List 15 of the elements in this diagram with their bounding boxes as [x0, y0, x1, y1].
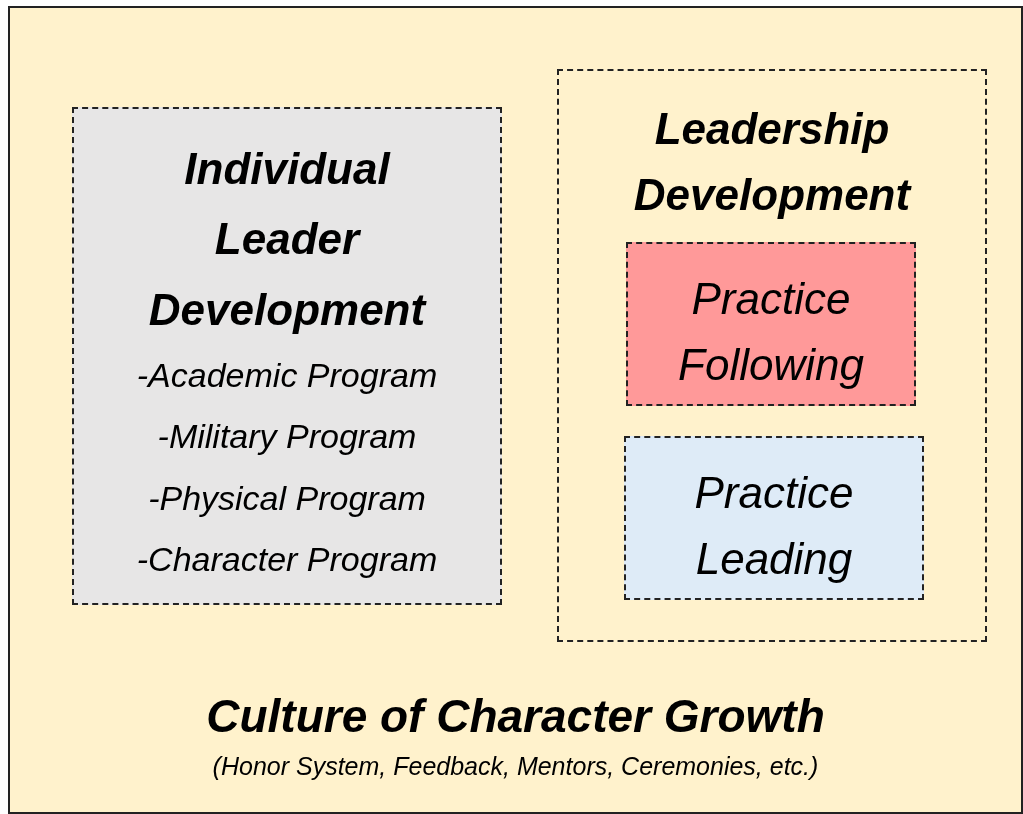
- list-item: -Character Program: [136, 538, 438, 580]
- diagram-heading: Culture of Character Growth: [206, 689, 825, 744]
- group-box: [72, 107, 502, 605]
- group-box: [557, 69, 987, 642]
- group-title: Leadership Development: [632, 103, 913, 221]
- box-label: Practice Following: [677, 273, 865, 391]
- list-item: -Physical Program: [148, 477, 426, 519]
- subtitle: (Honor System, Feedback, Mentors, Ceremonies, etc.): [212, 750, 819, 782]
- box-label: Practice Leading: [693, 467, 855, 585]
- list-item: -Academic Program: [136, 355, 438, 397]
- practice-box: [624, 436, 924, 600]
- practice-box: [626, 242, 916, 406]
- group-title: Individual Leader Development: [147, 143, 428, 336]
- list-item: -Military Program: [157, 416, 417, 458]
- outer-panel: [8, 6, 1023, 814]
